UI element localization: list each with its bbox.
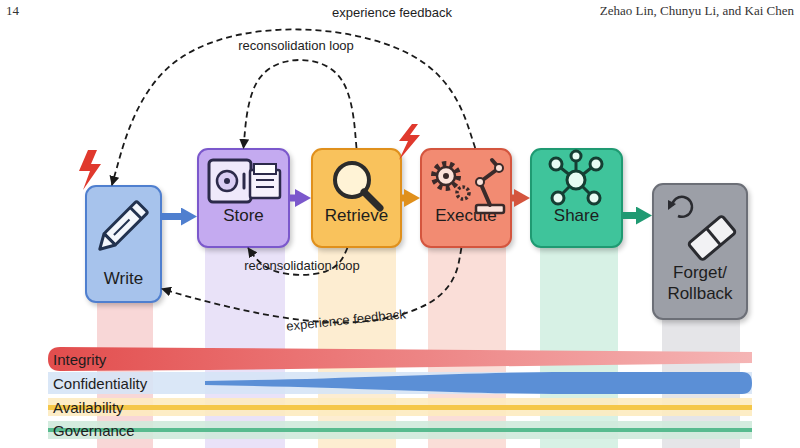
lifecycle-column xyxy=(318,245,396,448)
lifecycle-stage: Share xyxy=(530,148,623,248)
feedback-loop xyxy=(162,248,461,323)
magnifier-icon xyxy=(335,163,380,208)
lifecycle-stage: Store xyxy=(197,148,290,248)
loop-label: experience feedback xyxy=(332,5,452,20)
lifecycle-stage: Forget/ Rollback xyxy=(652,183,748,320)
property-band: Governance xyxy=(48,421,752,439)
attack-bolt xyxy=(79,150,101,190)
stage-label: Retrieve xyxy=(325,206,388,226)
band-fill xyxy=(48,398,752,416)
loop-label: reconsolidation loop xyxy=(238,38,354,53)
robot-arm-icon xyxy=(434,160,504,213)
flow-arrow xyxy=(162,213,185,220)
network-icon xyxy=(550,151,602,204)
band-label: Governance xyxy=(53,422,135,439)
band-label: Integrity xyxy=(53,351,106,368)
band-label: Confidentiality xyxy=(53,375,147,392)
band-shape xyxy=(48,347,752,371)
property-band: Integrity xyxy=(48,347,752,371)
attack-bolt xyxy=(399,124,420,160)
page-number: 14 xyxy=(6,3,19,19)
stage-label: Store xyxy=(223,206,264,226)
stage-label: Share xyxy=(554,206,599,226)
loop-label: reconsolidation loop xyxy=(244,258,360,273)
lifecycle-column xyxy=(540,245,618,448)
flow-arrow xyxy=(402,195,408,202)
band-label: Availability xyxy=(53,399,124,416)
band-fill xyxy=(205,372,752,394)
band-fill xyxy=(48,421,752,439)
lifecycle-column xyxy=(428,245,506,448)
band-fill xyxy=(48,428,752,432)
feedback-loop xyxy=(244,60,357,148)
stage-label: Forget/ Rollback xyxy=(660,263,740,304)
running-header: Zehao Lin, Chunyu Li, and Kai Chen xyxy=(600,3,794,19)
flow-arrow xyxy=(623,212,640,219)
flow-arrow xyxy=(512,195,518,202)
property-band: Confidentiality xyxy=(48,372,752,394)
eraser-icon xyxy=(668,197,736,261)
band-shape xyxy=(48,421,752,439)
band-fill xyxy=(48,347,752,371)
band-shape xyxy=(48,372,752,394)
loop-label: experience feedback xyxy=(286,306,407,333)
lifecycle-stage: Write xyxy=(85,185,162,303)
pencil-icon xyxy=(94,201,148,255)
lifecycle-stage: Retrieve xyxy=(311,148,402,248)
safe-icon xyxy=(209,160,280,202)
stage-label: Write xyxy=(104,269,143,289)
feedback-loop xyxy=(112,29,475,185)
lifecycle-column xyxy=(205,245,285,448)
flow-arrow xyxy=(290,195,299,202)
band-shape xyxy=(48,398,752,416)
property-band: Availability xyxy=(48,398,752,416)
lifecycle-stage: Execute xyxy=(420,148,512,248)
band-fill xyxy=(48,405,752,410)
band-fill xyxy=(48,372,752,394)
stage-label: Execute xyxy=(435,206,496,226)
